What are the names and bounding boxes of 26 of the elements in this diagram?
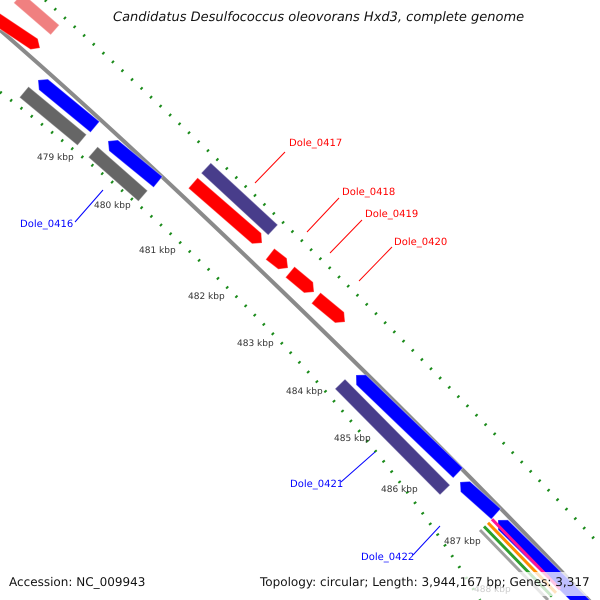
gene-label: Dole_0418 [342, 188, 396, 198]
title: Candidatus Desulfococcus oleovorans Hxd3, complete genome [113, 11, 524, 24]
scale-label: 487 kbp [444, 538, 481, 547]
footer-text: Accession: NC_009943 [9, 576, 146, 588]
gene-label: Dole_0421 [290, 480, 344, 490]
leader-line [330, 220, 362, 254]
scale-label: 482 kbp [188, 293, 225, 302]
leader-line [340, 452, 376, 482]
scale-label: 488 kbp [474, 586, 511, 595]
gene-label: Dole_0416 [20, 220, 74, 230]
gene-label: Dole_0419 [365, 210, 418, 220]
scale-label: 481 kbp [139, 247, 176, 256]
leader-line [254, 152, 286, 184]
leader-line [306, 198, 340, 232]
gene-label: Dole_0420 [394, 238, 448, 248]
gene-label: Dole_0417 [289, 139, 342, 149]
scale-label: 480 kbp [94, 202, 131, 211]
gene-label: Dole_0422 [361, 553, 414, 563]
scale-label: 485 kbp [334, 435, 371, 444]
scale-label: 484 kbp [286, 388, 323, 397]
scale-label: 486 kbp [381, 486, 418, 495]
scale-label: 483 kbp [237, 340, 274, 349]
leader-line [412, 526, 440, 556]
leader-line [358, 246, 392, 282]
leader-line [74, 190, 104, 222]
scale-label: 479 kbp [37, 154, 74, 163]
